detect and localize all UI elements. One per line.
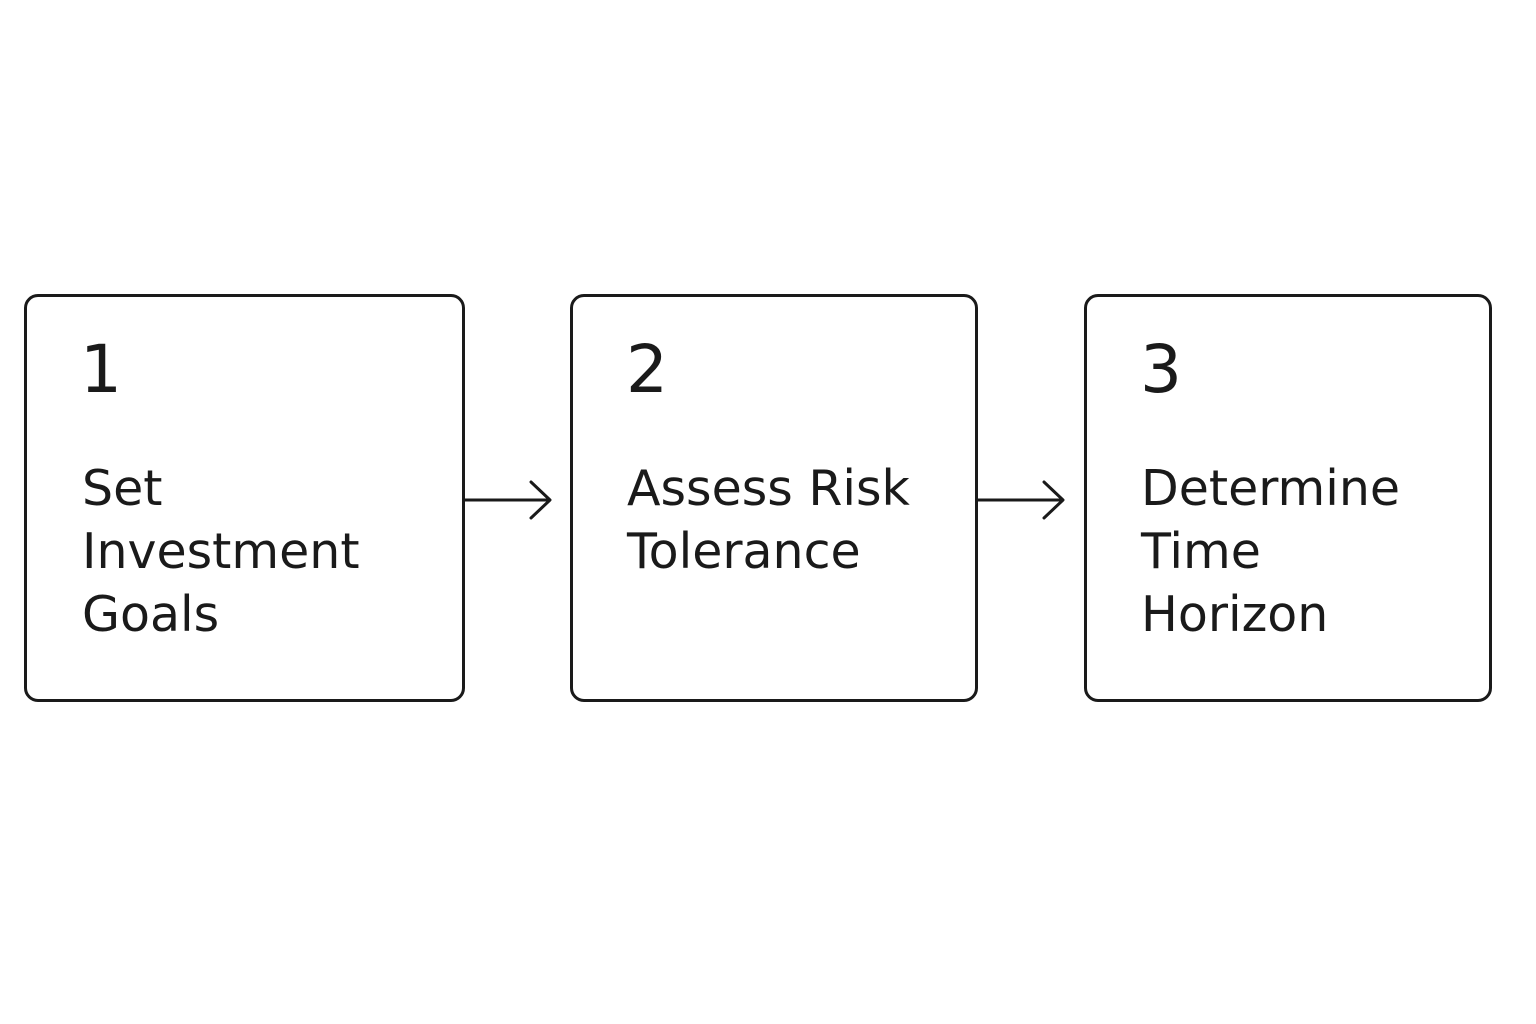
step-label-3: Determine Time Horizon	[1141, 460, 1401, 643]
step-box-3: 3 Determine Time Horizon	[1084, 294, 1492, 702]
arrow-right-icon	[976, 480, 1065, 520]
step-label-1: Set Investment Goals	[82, 460, 360, 643]
step-number-2: 2	[626, 331, 668, 408]
arrow-right-icon	[463, 480, 552, 520]
step-number-1: 1	[80, 331, 122, 408]
step-label-2: Assess Risk Tolerance	[627, 460, 910, 580]
step-box-2: 2 Assess Risk Tolerance	[570, 294, 978, 702]
step-number-3: 3	[1140, 331, 1182, 408]
step-box-1: 1 Set Investment Goals	[24, 294, 465, 702]
